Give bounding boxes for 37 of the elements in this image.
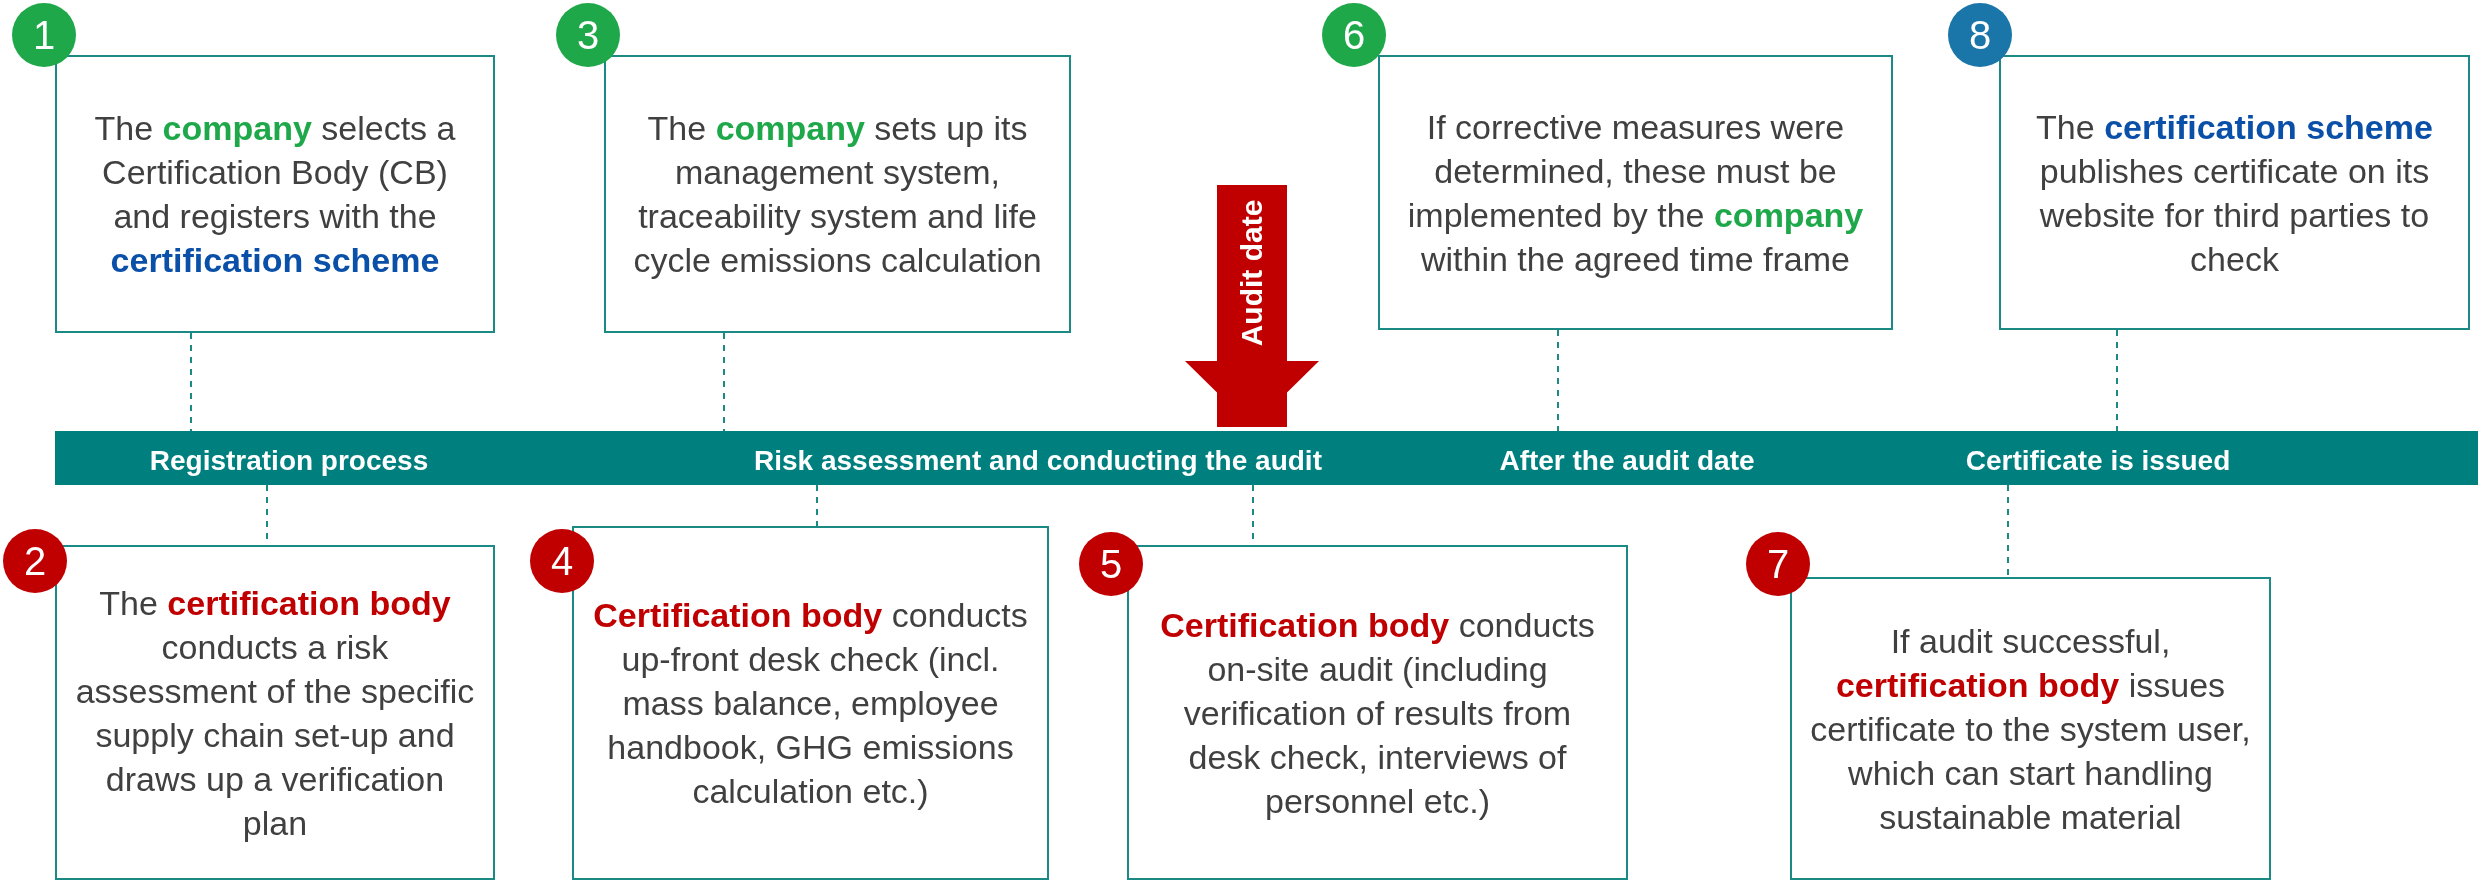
dashed-connector [190, 332, 192, 432]
dashed-connector [2007, 484, 2009, 578]
step-box [1378, 55, 1893, 330]
phase-label: Risk assessment and conducting the audit [754, 445, 1322, 477]
step-number-badge: 4 [530, 529, 594, 593]
step-text: The company selects a Certification Body (CB) and registers with the certification scheme [93, 108, 457, 281]
step-number-badge: 1 [12, 3, 76, 67]
phase-label: After the audit date [1499, 445, 1755, 477]
dashed-connector [1557, 329, 1559, 432]
step-number-badge: 7 [1746, 532, 1810, 596]
step-number-badge: 5 [1079, 532, 1143, 596]
step-box [1790, 577, 2271, 880]
step-number-badge: 2 [3, 529, 67, 593]
step-number-badge: 8 [1948, 3, 2012, 67]
step-box [55, 545, 495, 880]
dashed-connector [723, 332, 725, 432]
step-text: If corrective measures were determined, these must be implemented by the company within the agreed time frame [1406, 106, 1865, 280]
step-box [1127, 545, 1628, 880]
step-box [1999, 55, 2470, 330]
step-number-badge: 6 [1322, 3, 1386, 67]
phase-label: Certificate is issued [1965, 445, 2231, 477]
step-text: If audit successful, certification body issues certificate to the system user, which can start handling sustainable material [1810, 620, 2251, 838]
step-text: The certification body conducts a risk assessment of the specific supply chain set-up and draws up a verification plan [75, 582, 475, 844]
step-box [604, 55, 1071, 333]
step-text: Certification body conducts up-front desk check (incl. mass balance, employee handbook, GHG emissions calculation etc.) [592, 595, 1029, 812]
step-box [55, 55, 495, 333]
step-text: Certification body conducts on-site audit (including verification of results from desk check, interviews of personnel etc.) [1159, 604, 1596, 822]
edge-label: Audit date [1235, 199, 1269, 347]
phase-label: Registration process [149, 445, 429, 477]
step-number-badge: 3 [556, 3, 620, 67]
step-text: The certification scheme publishes certificate on its website for third parties to check [2035, 106, 2434, 280]
block-arrow [1185, 185, 1319, 427]
dashed-connector [2116, 329, 2118, 432]
timeline-band [55, 431, 2478, 485]
dashed-connector [816, 484, 818, 527]
step-box [572, 526, 1049, 880]
step-text: The company sets up its management system, traceability system and life cycle emissions calculation [632, 108, 1043, 281]
